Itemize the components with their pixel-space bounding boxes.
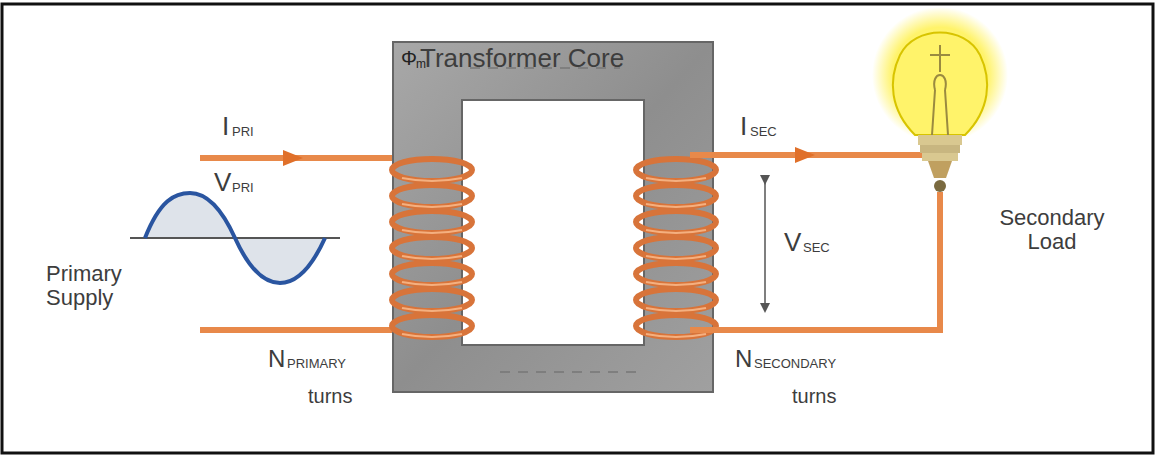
coil-turn [392, 159, 472, 181]
coil-highlight [646, 256, 706, 259]
coil-turn [392, 263, 472, 285]
diagram-title: Transformer Core [420, 44, 624, 73]
current-subscript: SEC [750, 125, 777, 139]
coil-windings [392, 159, 716, 337]
coil-highlight [402, 282, 462, 285]
coil-highlight [646, 230, 706, 233]
flux-subscript: m [416, 58, 426, 71]
current-symbol: I [222, 112, 229, 141]
current-symbol: I [740, 112, 747, 141]
voltage-symbol: V [784, 228, 801, 257]
coil-highlight [646, 308, 706, 311]
coil-turn [636, 263, 716, 285]
turns-symbol: N [268, 346, 285, 372]
coil-turn [636, 289, 716, 311]
voltage-arrow [764, 180, 766, 308]
coil-turn [636, 185, 716, 207]
turns-symbol: N [735, 346, 752, 372]
turns-label: turns [308, 385, 352, 407]
supply-label: Primary Supply [46, 262, 146, 310]
current-arrow [283, 150, 303, 166]
load-label: Secondary Load [987, 206, 1117, 254]
turns-label: turns [792, 385, 836, 407]
primary-wires [200, 158, 420, 330]
coil-turn [392, 185, 472, 207]
coil-highlight [402, 256, 462, 259]
lamp [872, 7, 1008, 192]
voltage-subscript: SEC [803, 241, 830, 255]
coil-turn [392, 289, 472, 311]
ac-source-symbol [130, 193, 340, 283]
voltage-subscript: PRI [232, 181, 254, 195]
coil-highlight [646, 282, 706, 285]
flux-symbol: Φ [401, 47, 417, 69]
current-subscript: PRI [232, 125, 254, 139]
turns-subscript: SECONDARY [754, 357, 836, 371]
coil-highlight [402, 204, 462, 207]
coil-turn [636, 315, 716, 337]
coil-highlight [646, 178, 706, 181]
coil-highlight [646, 204, 706, 207]
secondary-wires [690, 155, 940, 330]
current-arrow [795, 147, 815, 163]
coil-turn [636, 211, 716, 233]
turns-subscript: PRIMARY [287, 357, 346, 371]
coil-highlight [402, 178, 462, 181]
coil-turn [392, 237, 472, 259]
voltage-symbol: V [214, 168, 231, 197]
coil-turn [636, 159, 716, 181]
coil-turn [636, 237, 716, 259]
coil-turn [392, 315, 472, 337]
coil-highlight [402, 334, 462, 337]
coil-turn [392, 211, 472, 233]
coil-highlight [402, 230, 462, 233]
coil-highlight [402, 308, 462, 311]
frame [2, 4, 1153, 453]
coil-highlight [646, 334, 706, 337]
